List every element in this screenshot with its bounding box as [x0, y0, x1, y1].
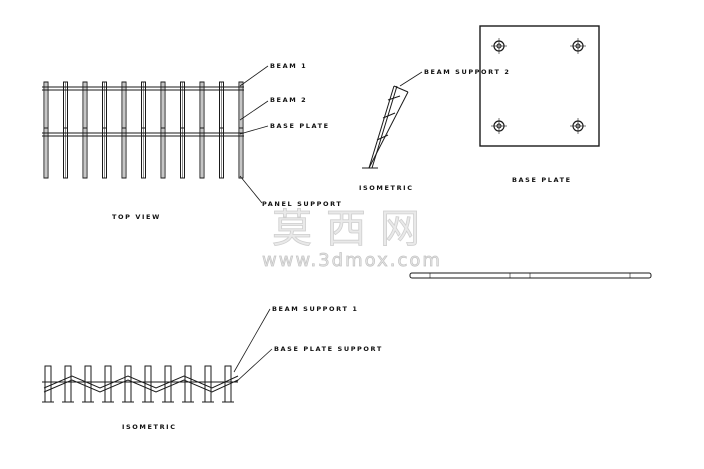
bolt-hole — [570, 118, 586, 134]
bolt-hole — [570, 38, 586, 54]
long-beam-drawing — [409, 272, 652, 279]
callout-beam-2: BEAM 2 — [270, 96, 307, 104]
top-view-leaders — [239, 65, 269, 204]
panel-supports — [43, 81, 244, 179]
side-view-title: ISOMETRIC — [359, 184, 414, 192]
top-view-title: TOP VIEW — [112, 213, 161, 221]
iso-supports — [42, 365, 234, 403]
side-brace-2 — [382, 112, 396, 119]
iso-support-member — [124, 365, 132, 403]
side-brace-1 — [376, 134, 389, 141]
iso-support-member — [64, 365, 72, 403]
side-top-cap — [393, 85, 409, 93]
leader-beam-support-1 — [233, 308, 271, 373]
leader-beam-support-2 — [399, 71, 423, 87]
base-plate-title: BASE PLATE — [512, 176, 572, 184]
bolt-hole — [491, 38, 507, 54]
leader-base-plate-support — [235, 348, 273, 383]
base-plate-drawing — [479, 25, 600, 147]
iso-view-drawing — [42, 365, 239, 403]
iso-view-leaders — [233, 308, 273, 383]
long-beam-outline — [409, 272, 652, 279]
bolt-hole — [491, 118, 507, 134]
callout-beam-support-2: BEAM SUPPORT 2 — [424, 68, 511, 76]
side-view-drawing — [362, 85, 409, 169]
callout-panel-support: PANEL SUPPORT — [262, 200, 342, 208]
watermark-chinese: 莫西网 — [272, 206, 434, 252]
side-strut — [368, 91, 409, 169]
leader-beam-2 — [239, 100, 269, 121]
iso-support-member — [204, 365, 212, 403]
iso-support-member — [184, 365, 192, 403]
leader-base-plate — [239, 125, 269, 135]
watermark: 莫西网 www.3dmox.com — [262, 206, 442, 272]
side-brace-3 — [387, 95, 401, 101]
base-plate-outline — [479, 25, 600, 147]
leader-beam-1 — [239, 65, 269, 87]
callout-base-plate-support: BASE PLATE SUPPORT — [274, 345, 383, 353]
top-view-drawing — [42, 81, 244, 179]
leader-panel-support — [239, 175, 263, 204]
iso-support-member — [44, 365, 52, 403]
callout-beam-1: BEAM 1 — [270, 62, 307, 70]
callout-base-plate: BASE PLATE — [270, 122, 330, 130]
callout-beam-support-1: BEAM SUPPORT 1 — [272, 305, 359, 313]
watermark-url: www.3dmox.com — [262, 250, 442, 271]
iso-view-title: ISOMETRIC — [122, 423, 177, 431]
